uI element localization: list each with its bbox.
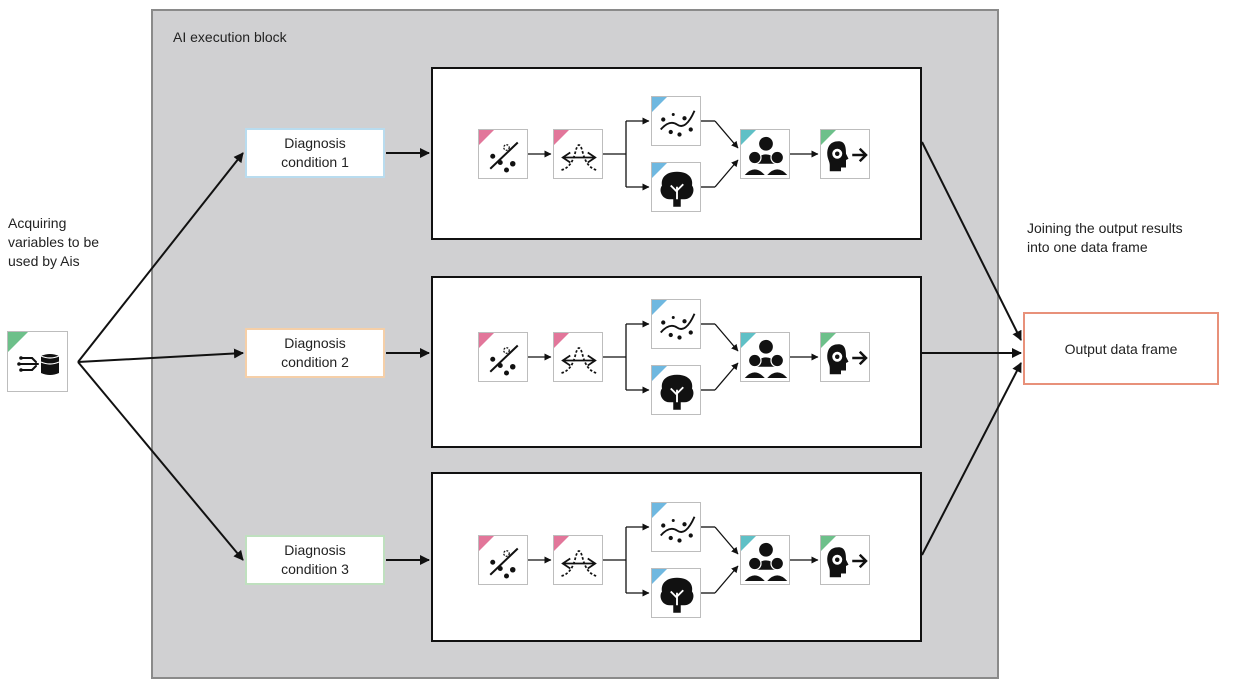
ensemble-icon xyxy=(740,129,790,179)
input-caption: Acquiring variables to be used by Ais xyxy=(8,215,100,269)
regression-icon xyxy=(651,96,701,146)
data-split-icon xyxy=(478,535,528,585)
ensemble-icon xyxy=(740,332,790,382)
output-caption: Joining the output results into one data… xyxy=(1027,220,1183,255)
ensemble-icon xyxy=(740,535,790,585)
inference-icon xyxy=(820,129,870,179)
regression-icon xyxy=(651,502,701,552)
decision-tree-icon xyxy=(651,568,701,618)
inference-icon xyxy=(820,332,870,382)
normalization-icon xyxy=(553,332,603,382)
output-data-frame: Output data frame xyxy=(1023,312,1219,385)
data-split-icon xyxy=(478,129,528,179)
regression-icon xyxy=(651,299,701,349)
normalization-icon xyxy=(553,129,603,179)
block-title: AI execution block xyxy=(173,29,287,45)
decision-tree-icon xyxy=(651,365,701,415)
inference-icon xyxy=(820,535,870,585)
decision-tree-icon xyxy=(651,162,701,212)
normalization-icon xyxy=(553,535,603,585)
data-source-icon xyxy=(7,331,68,392)
data-split-icon xyxy=(478,332,528,382)
